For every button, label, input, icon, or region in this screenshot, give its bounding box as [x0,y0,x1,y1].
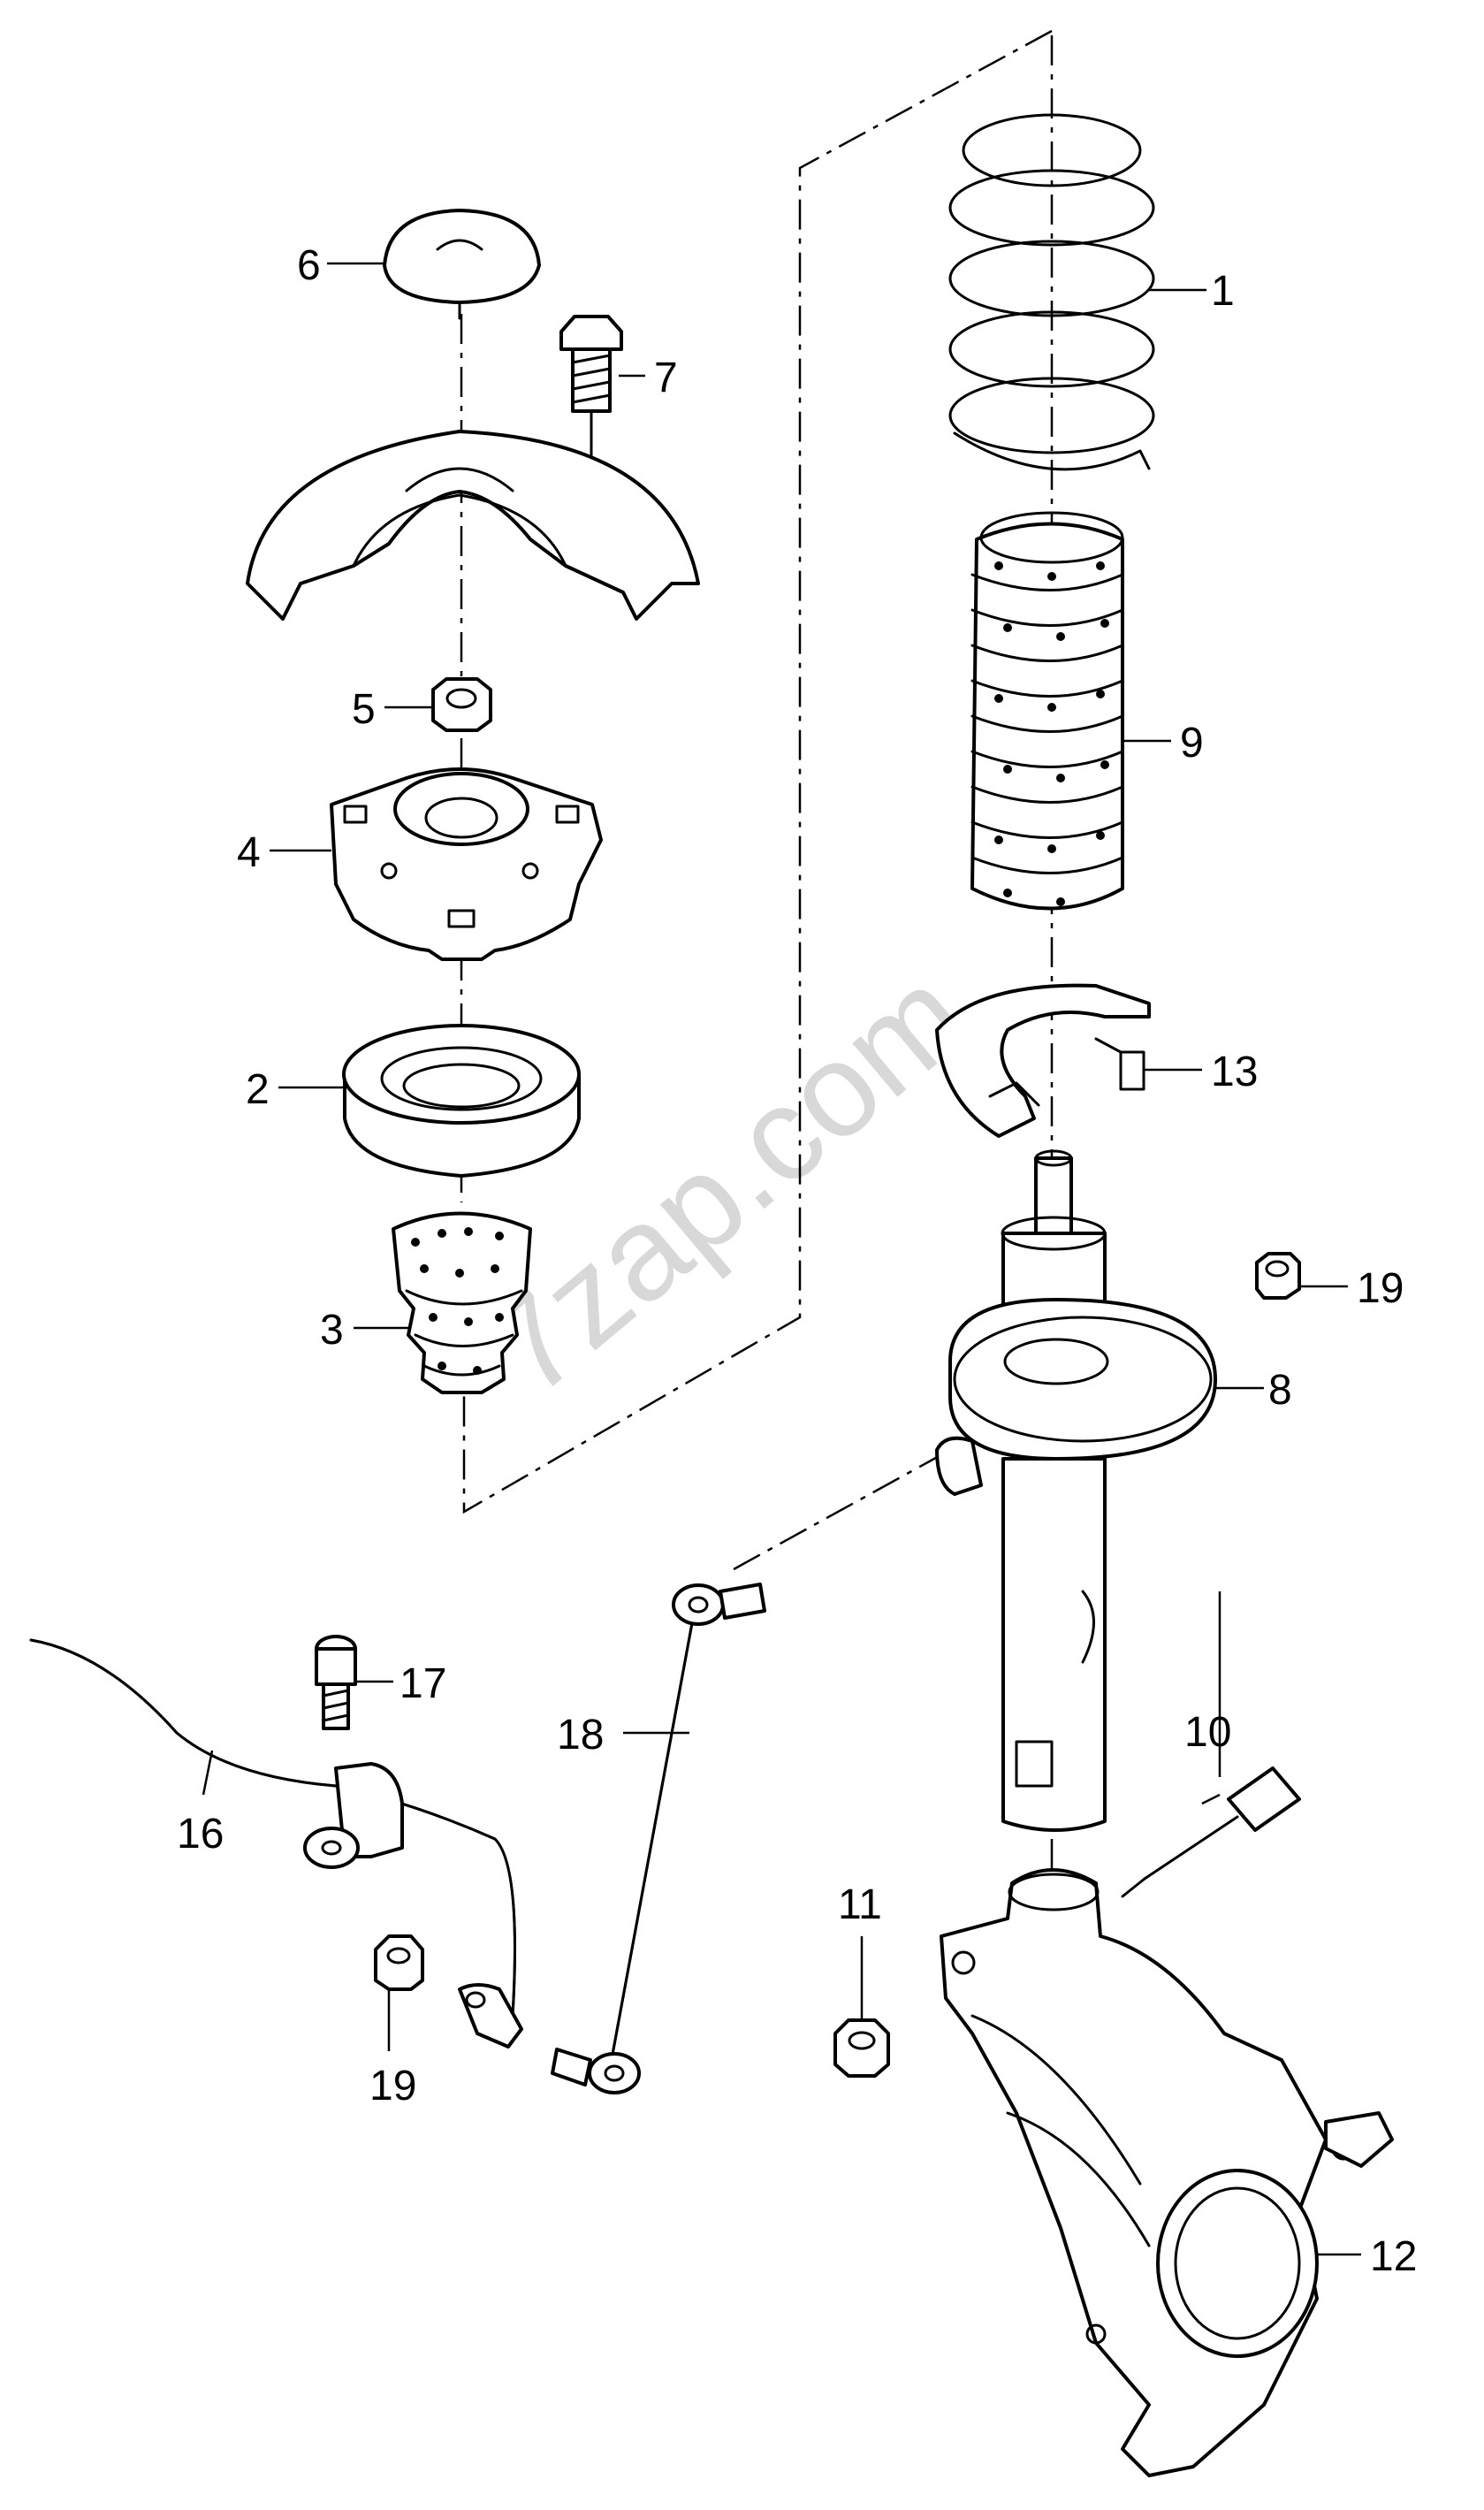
spring-seat-part-13 [935,983,1151,1138]
callout-19-lower: 19 [369,2063,416,2109]
callout-1: 1 [1211,268,1235,315]
stabilizer-bar-part-16 [29,1638,523,2048]
strut-mount-part-4 [330,767,603,961]
bolt-part-7 [559,315,623,550]
callout-labels: 1 2 3 4 5 6 7 8 9 10 11 12 13 16 17 18 1… [177,242,1417,2280]
callout-11: 11 [838,1881,882,1928]
callout-8: 8 [1268,1367,1292,1414]
strut-bearing-part-2 [342,1024,581,1178]
cap-part-6 [383,209,541,320]
bump-stop-part-3 [392,1211,532,1394]
link-axis [733,1448,951,1571]
callout-6: 6 [297,242,321,289]
bolt-part-10 [1121,1766,1301,1898]
callout-17: 17 [400,1660,446,1707]
callout-5: 5 [352,686,376,733]
callout-13: 13 [1211,1049,1258,1095]
protective-boot-part-9 [970,511,1124,911]
callout-9: 9 [1180,720,1204,767]
coupling-rod-part-18 [551,1583,766,2094]
shock-absorber-part-8 [935,1149,1217,1832]
steering-knuckle-part-12 [940,1868,1394,2477]
bolt-part-17 [315,1635,357,1730]
callout-4: 4 [237,829,261,876]
callout-2: 2 [246,1066,270,1113]
callout-10: 10 [1184,1709,1231,1756]
coil-spring-part-1 [948,113,1155,471]
strut-tower-shield [246,430,700,621]
group-boundary-line [462,29,1053,1514]
leader-lines [202,262,1361,2256]
callout-3: 3 [320,1307,344,1354]
hex-nut-part-19-lower [374,1934,424,1991]
callout-19-upper: 19 [1357,1265,1404,1312]
callout-7: 7 [654,355,678,401]
watermark: 7zap.com [458,940,993,1423]
callout-18: 18 [557,1712,604,1759]
hex-nut-part-19-upper [1255,1252,1301,1300]
callout-12: 12 [1370,2233,1417,2280]
hex-nut-part-5 [431,677,492,732]
hex-nut-part-11 [833,2018,890,2078]
callout-16: 16 [177,1811,224,1858]
